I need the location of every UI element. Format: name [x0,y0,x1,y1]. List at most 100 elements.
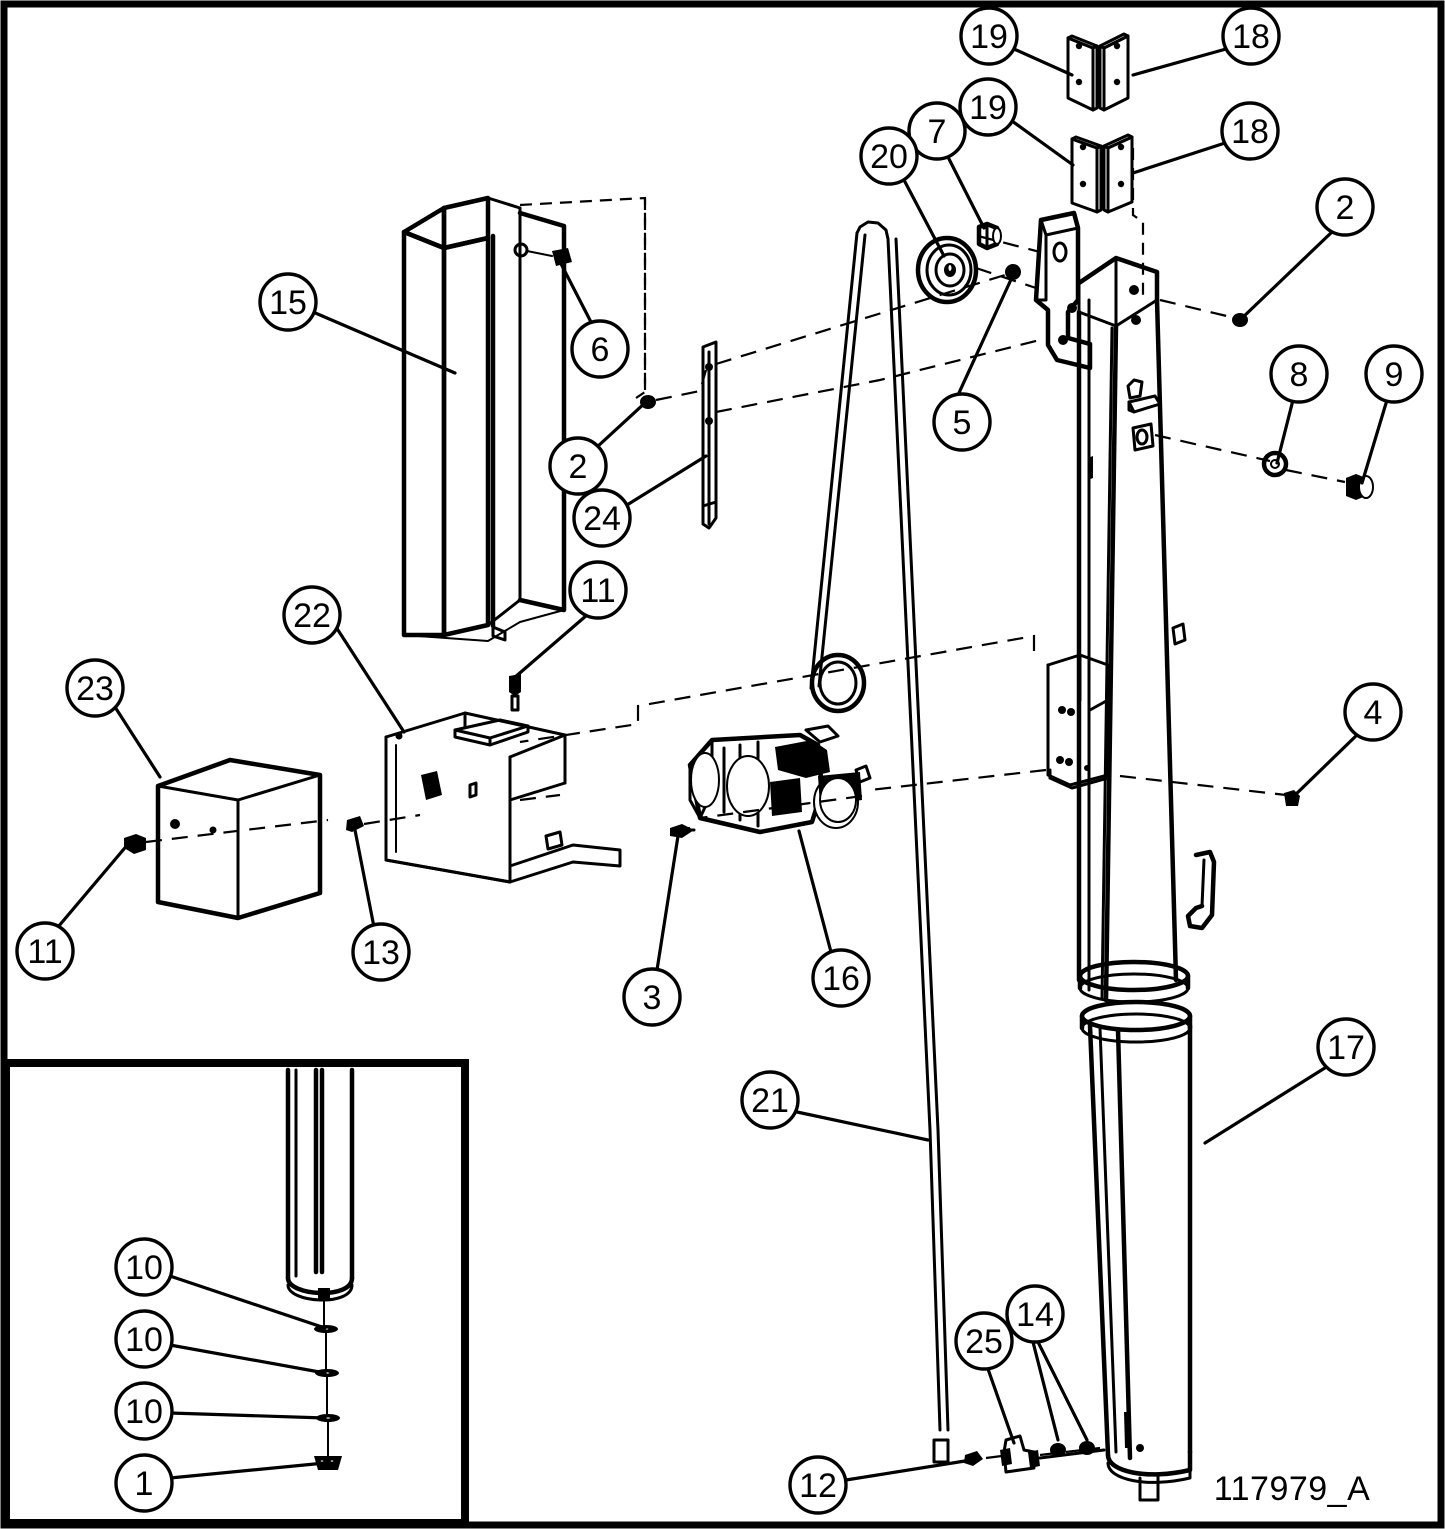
callout-17[interactable]: 17 [1316,1017,1376,1077]
callout-18[interactable]: 18 [1221,6,1281,66]
callout-bubble[interactable] [15,921,75,981]
callout-11[interactable]: 11 [15,921,75,981]
callout-leader- [1036,1340,1089,1442]
callout-bubble[interactable] [811,948,871,1008]
callout-bubble[interactable] [622,967,682,1027]
callout-leader-16 [797,829,833,954]
callout-10[interactable]: 10 [114,1381,174,1441]
callout-bubble[interactable] [1364,344,1424,404]
callout-bubble[interactable] [65,658,125,718]
callout-number: 5 [953,404,972,442]
part-16-motor [687,724,872,835]
callout-leader-22 [334,625,406,734]
callout-bubble[interactable] [282,585,342,645]
callout-4[interactable]: 4 [1343,682,1403,742]
callout-leader-21 [795,1110,930,1142]
callout-leader-3 [655,834,680,972]
part-20-pulley [915,235,979,305]
inset-detail-box [2,1059,469,1527]
callout-bubble[interactable] [959,6,1019,66]
callout-11[interactable]: 11 [568,560,628,620]
callout-10[interactable]: 10 [114,1237,174,1297]
part-22-bracket [384,711,622,884]
callout-19[interactable]: 19 [959,6,1019,66]
callout-bubble[interactable] [740,1070,800,1130]
callout-10[interactable]: 10 [114,1309,174,1369]
callout-bubble[interactable] [1315,177,1375,237]
callout-leader-12 [844,1459,967,1482]
callout-bubble[interactable] [788,1455,848,1515]
callout-13[interactable]: 13 [351,922,411,982]
callout-number: 2 [569,448,588,486]
callout-leader-11 [56,841,131,929]
callout-bubble[interactable] [572,488,632,548]
callout-bubble[interactable] [932,392,992,452]
callout-leader-2 [595,400,648,449]
callout-18[interactable]: 18 [1220,101,1280,161]
part-18-19-upper [1066,32,1130,112]
callout-number: 2 [1336,189,1355,227]
callout-bubble[interactable] [907,101,967,161]
callout-15[interactable]: 15 [258,272,318,332]
callout-bubble[interactable] [258,272,318,332]
callout-number: 18 [1231,113,1269,151]
callout-number: 20 [870,138,908,176]
callout-leader-10 [168,1411,327,1420]
callout-leader-8 [1275,398,1295,465]
callout-14[interactable]: 14 [1005,1284,1065,1344]
callout-bubble[interactable] [1221,6,1281,66]
callout-leader-13 [352,823,376,929]
callout-number: 11 [27,933,62,971]
callout-number: 6 [591,331,610,369]
callout-6[interactable]: 6 [570,319,630,379]
callout-8[interactable]: 8 [1269,344,1329,404]
callout-bubble[interactable] [351,922,411,982]
callout-24[interactable]: 24 [572,488,632,548]
drawing-number: 117979_A [1214,1470,1371,1508]
callout-bubble[interactable] [548,436,608,496]
callout-bubble[interactable] [958,77,1018,137]
callout-22[interactable]: 22 [282,585,342,645]
callout-number: 14 [1016,1296,1054,1334]
part-21-cable [809,220,950,1464]
callout-2[interactable]: 2 [1315,177,1375,237]
callout-bubble[interactable] [859,126,919,186]
callout-leader-7 [946,155,986,230]
callout-number: 3 [643,979,662,1017]
callout-2[interactable]: 2 [548,436,608,496]
callout-25[interactable]: 25 [954,1311,1014,1371]
callout-bubble[interactable] [114,1381,174,1441]
callout-bubble[interactable] [1343,682,1403,742]
callout-bubble[interactable] [114,1453,174,1513]
callout-bubble[interactable] [954,1311,1014,1371]
assembly-construction-lines [145,234,1346,1460]
callout-7[interactable]: 7 [907,101,967,161]
callout-leader-23 [113,705,162,779]
callout-number: 16 [822,960,860,998]
callout-bubble[interactable] [114,1309,174,1369]
callout-bubble[interactable] [1269,344,1329,404]
callout-5[interactable]: 5 [932,392,992,452]
callout-23[interactable]: 23 [65,658,125,718]
callout-bubble[interactable] [568,560,628,620]
callout-9[interactable]: 9 [1364,344,1424,404]
callout-20[interactable]: 20 [859,126,919,186]
callout-16[interactable]: 16 [811,948,871,1008]
callout-bubble[interactable] [114,1237,174,1297]
callout-number: 19 [969,89,1007,127]
callout-bubble[interactable] [1005,1284,1065,1344]
callout-leader-19 [1010,119,1075,167]
part-23-cover [155,757,323,921]
callout-bubble[interactable] [570,319,630,379]
callout-3[interactable]: 3 [622,967,682,1027]
callout-1[interactable]: 1 [114,1453,174,1513]
callout-bubble[interactable] [1316,1017,1376,1077]
callout-21[interactable]: 21 [740,1070,800,1130]
callout-number: 12 [799,1467,837,1505]
callout-bubble[interactable] [1220,101,1280,161]
callout-12[interactable]: 12 [788,1455,848,1515]
callout-19[interactable]: 19 [958,77,1018,137]
